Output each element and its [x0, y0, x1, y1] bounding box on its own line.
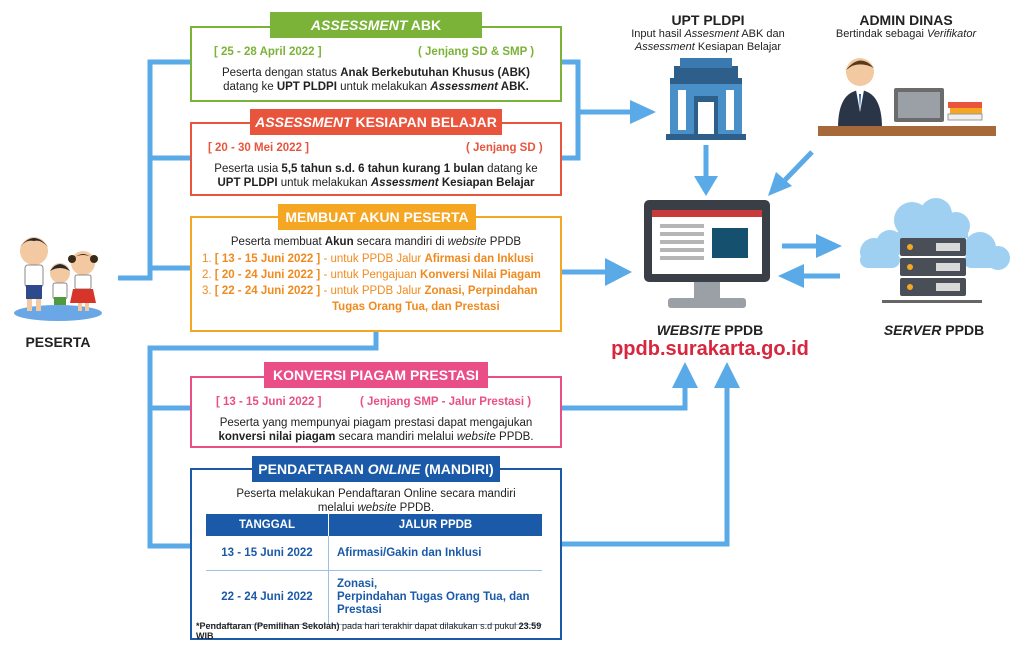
connector-online-to-website [562, 385, 730, 547]
server-icon [852, 196, 1012, 308]
row-date: 13 - 15 Juni 2022 [221, 546, 313, 559]
connector-konversi-to-website [562, 385, 688, 411]
akun-intro: Peserta membuat Akun secara mandiri di w… [230, 236, 522, 248]
website-url[interactable]: ppdb.surakarta.go.id [611, 338, 809, 360]
connector-admin-to-website [783, 150, 814, 182]
abk-description: Peserta dengan status Anak Berkebutuhan … [221, 67, 531, 93]
connector-to-abk [118, 59, 190, 281]
row-date: 22 - 24 Juni 2022 [221, 591, 313, 603]
abk-title: ASSESSMENT ABK [270, 12, 482, 38]
website-title: WEBSITE PPDB [656, 322, 764, 338]
admin-title: ADMIN DINAS [859, 12, 953, 28]
konversi-title: KONVERSI PIAGAM PRESTASI [264, 362, 488, 388]
arrowhead-upt-down [694, 176, 718, 196]
akun-list: 1. [ 13 - 15 Juni 2022 ] - untuk PPDB Ja… [202, 252, 558, 314]
arrowhead-website [778, 264, 804, 288]
connector-abk-kesiapan-join [562, 59, 581, 161]
monitor-icon [640, 196, 774, 314]
online-description: Peserta melakukan Pendaftaran Online sec… [236, 488, 516, 514]
arrowhead-admin [768, 172, 792, 196]
akun-item-3: 3. [ 22 - 24 Juni 2022 ] - untuk PPDB Ja… [202, 285, 538, 297]
kesiapan-title: ASSESSMENT KESIAPAN BELAJAR [250, 109, 502, 135]
abk-level: ( Jenjang SD & SMP ) [418, 46, 535, 58]
col-jalur: JALUR PPDB [328, 514, 542, 536]
upt-title: UPT PLDPI [671, 12, 745, 28]
arrowhead-konversi [672, 362, 698, 388]
akun-item-1: 1. [ 13 - 15 Juni 2022 ] - untuk PPDB Ja… [202, 253, 534, 265]
akun-item-2: 2. [ 20 - 24 Juni 2022 ] - untuk Pengaju… [202, 269, 541, 281]
konversi-description: Peserta yang mempunyai piagam prestasi d… [218, 417, 534, 443]
akun-title: MEMBUAT AKUN PESERTA [278, 204, 476, 230]
konversi-date: [ 13 - 15 Juni 2022 ] [216, 396, 322, 408]
online-schedule-table: TANGGAL JALUR PPDB 13 - 15 Juni 2022 Afi… [206, 514, 542, 625]
arrowhead-online [714, 362, 740, 388]
table-row: 13 - 15 Juni 2022 Afirmasi/Gakin dan Ink… [206, 536, 542, 570]
kesiapan-date: [ 20 - 30 Mei 2022 ] [208, 142, 309, 154]
row-path: Afirmasi/Gakin dan Inklusi [328, 536, 542, 570]
arrowhead-upt [630, 100, 656, 124]
connector-to-konversi [147, 330, 379, 411]
server-title: SERVER PPDB [883, 322, 985, 338]
online-note: *Pendaftaran (Pemilihan Sekolah) pada ha… [196, 621, 542, 641]
kesiapan-level: ( Jenjang SD ) [466, 142, 543, 154]
online-title: PENDAFTARAN ONLINE (MANDIRI) [252, 456, 500, 482]
table-row: 22 - 24 Juni 2022 Zonasi,Perpindahan Tug… [206, 570, 542, 624]
peserta-illustration [8, 225, 108, 325]
building-icon [664, 56, 748, 140]
abk-date: [ 25 - 28 April 2022 ] [214, 46, 322, 58]
admin-illustration [818, 52, 996, 140]
peserta-label: PESERTA [25, 334, 91, 350]
akun-item-3-cont: Tugas Orang Tua, dan Prestasi [332, 301, 500, 313]
arrowhead-akun [605, 258, 632, 286]
connector-to-online [147, 408, 190, 549]
col-tanggal: TANGGAL [238, 519, 295, 531]
arrowhead-server [816, 234, 842, 258]
konversi-level: ( Jenjang SMP - Jalur Prestasi ) [360, 396, 532, 408]
kesiapan-description: Peserta usia 5,5 tahun s.d. 6 tahun kura… [214, 163, 538, 189]
upt-description: Input hasil Assesment ABK dan Assessment… [631, 28, 785, 53]
admin-description: Bertindak sebagai Verifikator [835, 28, 977, 40]
